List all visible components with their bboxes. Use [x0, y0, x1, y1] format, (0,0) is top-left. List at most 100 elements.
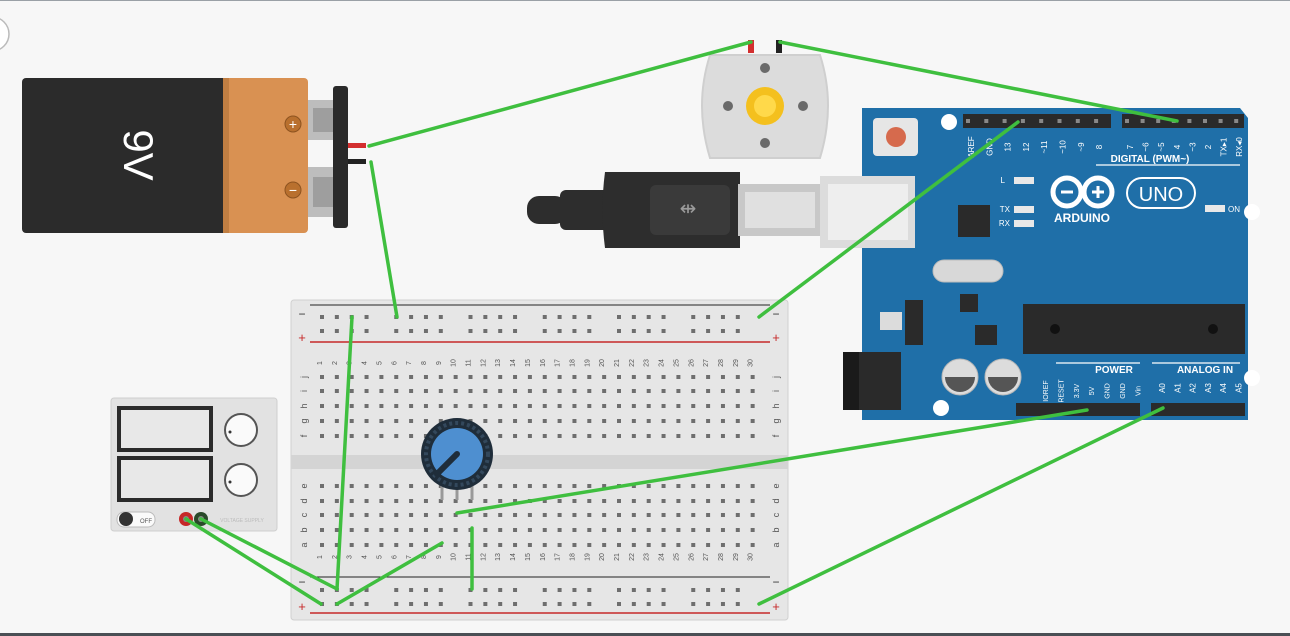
rail-hole[interactable] — [513, 602, 518, 606]
terminal-hole[interactable] — [691, 543, 696, 547]
terminal-hole[interactable] — [394, 543, 399, 547]
rail-hole[interactable] — [691, 588, 696, 592]
terminal-hole[interactable] — [720, 404, 725, 408]
digital-pin-hole[interactable] — [1203, 119, 1207, 123]
terminal-hole[interactable] — [453, 389, 458, 393]
terminal-hole[interactable] — [498, 543, 503, 547]
terminal-hole[interactable] — [750, 484, 755, 488]
rail-hole[interactable] — [542, 602, 547, 606]
rail-hole[interactable] — [720, 315, 725, 319]
terminal-hole[interactable] — [498, 513, 503, 517]
rail-hole[interactable] — [438, 329, 443, 333]
terminal-hole[interactable] — [542, 404, 547, 408]
terminal-hole[interactable] — [483, 499, 488, 503]
terminal-hole[interactable] — [646, 375, 651, 379]
rail-hole[interactable] — [364, 329, 369, 333]
rail-hole[interactable] — [364, 602, 369, 606]
terminal-hole[interactable] — [735, 375, 740, 379]
terminal-hole[interactable] — [661, 404, 666, 408]
terminal-hole[interactable] — [676, 484, 681, 488]
terminal-hole[interactable] — [320, 375, 324, 379]
terminal-hole[interactable] — [320, 499, 324, 503]
terminal-hole[interactable] — [409, 484, 414, 488]
rail-hole[interactable] — [498, 588, 503, 592]
terminal-hole[interactable] — [364, 513, 369, 517]
terminal-hole[interactable] — [542, 513, 547, 517]
terminal-hole[interactable] — [572, 375, 577, 379]
rail-hole[interactable] — [617, 602, 621, 606]
terminal-hole[interactable] — [587, 419, 592, 423]
terminal-hole[interactable] — [617, 513, 621, 517]
terminal-hole[interactable] — [646, 419, 651, 423]
rail-hole[interactable] — [409, 602, 414, 606]
terminal-hole[interactable] — [409, 499, 414, 503]
rail-hole[interactable] — [587, 329, 592, 333]
rail-hole[interactable] — [557, 315, 562, 319]
terminal-hole[interactable] — [676, 513, 681, 517]
terminal-hole[interactable] — [676, 389, 681, 393]
terminal-hole[interactable] — [483, 389, 488, 393]
rail-hole[interactable] — [646, 588, 651, 592]
rail-hole[interactable] — [691, 329, 696, 333]
terminal-hole[interactable] — [527, 513, 532, 517]
terminal-hole[interactable] — [364, 404, 369, 408]
digital-pin-hole[interactable] — [1234, 119, 1239, 123]
terminal-hole[interactable] — [334, 434, 339, 438]
wire-pot-wiper-5v[interactable] — [455, 408, 1089, 515]
terminal-hole[interactable] — [423, 513, 428, 517]
terminal-hole[interactable] — [631, 513, 636, 517]
digital-pin-hole[interactable] — [1039, 119, 1044, 123]
terminal-hole[interactable] — [349, 434, 354, 438]
wire-battery-plus-motor[interactable] — [367, 40, 753, 148]
terminal-hole[interactable] — [691, 528, 696, 532]
rail-hole[interactable] — [617, 588, 621, 592]
rail-hole[interactable] — [587, 315, 592, 319]
rail-hole[interactable] — [334, 329, 339, 333]
terminal-hole[interactable] — [483, 484, 488, 488]
terminal-hole[interactable] — [750, 434, 755, 438]
wire-pot-left[interactable] — [335, 541, 444, 606]
terminal-hole[interactable] — [617, 404, 621, 408]
terminal-hole[interactable] — [379, 499, 384, 503]
rail-hole[interactable] — [542, 329, 547, 333]
terminal-hole[interactable] — [557, 434, 562, 438]
rail-hole[interactable] — [364, 315, 369, 319]
terminal-hole[interactable] — [513, 404, 518, 408]
terminal-hole[interactable] — [542, 434, 547, 438]
terminal-hole[interactable] — [572, 419, 577, 423]
rail-hole[interactable] — [513, 329, 518, 333]
terminal-hole[interactable] — [706, 528, 711, 532]
terminal-hole[interactable] — [572, 389, 577, 393]
terminal-hole[interactable] — [409, 528, 414, 532]
terminal-hole[interactable] — [661, 543, 666, 547]
rail-hole[interactable] — [394, 602, 399, 606]
terminal-hole[interactable] — [557, 528, 562, 532]
rail-hole[interactable] — [320, 588, 324, 592]
terminal-hole[interactable] — [676, 419, 681, 423]
terminal-hole[interactable] — [423, 389, 428, 393]
terminal-hole[interactable] — [661, 513, 666, 517]
terminal-hole[interactable] — [631, 528, 636, 532]
terminal-hole[interactable] — [617, 389, 621, 393]
rail-hole[interactable] — [468, 315, 473, 319]
terminal-hole[interactable] — [527, 389, 532, 393]
rail-hole[interactable] — [334, 315, 339, 319]
rail-hole[interactable] — [483, 329, 488, 333]
terminal-hole[interactable] — [750, 375, 755, 379]
rail-hole[interactable] — [542, 588, 547, 592]
terminal-hole[interactable] — [557, 543, 562, 547]
terminal-hole[interactable] — [661, 434, 666, 438]
terminal-hole[interactable] — [750, 404, 755, 408]
terminal-hole[interactable] — [631, 419, 636, 423]
terminal-hole[interactable] — [513, 375, 518, 379]
terminal-hole[interactable] — [720, 528, 725, 532]
terminal-hole[interactable] — [542, 419, 547, 423]
terminal-hole[interactable] — [691, 404, 696, 408]
rail-hole[interactable] — [542, 315, 547, 319]
terminal-hole[interactable] — [513, 484, 518, 488]
terminal-hole[interactable] — [438, 528, 443, 532]
terminal-hole[interactable] — [735, 543, 740, 547]
rail-hole[interactable] — [587, 602, 592, 606]
terminal-hole[interactable] — [320, 484, 324, 488]
terminal-hole[interactable] — [349, 484, 354, 488]
